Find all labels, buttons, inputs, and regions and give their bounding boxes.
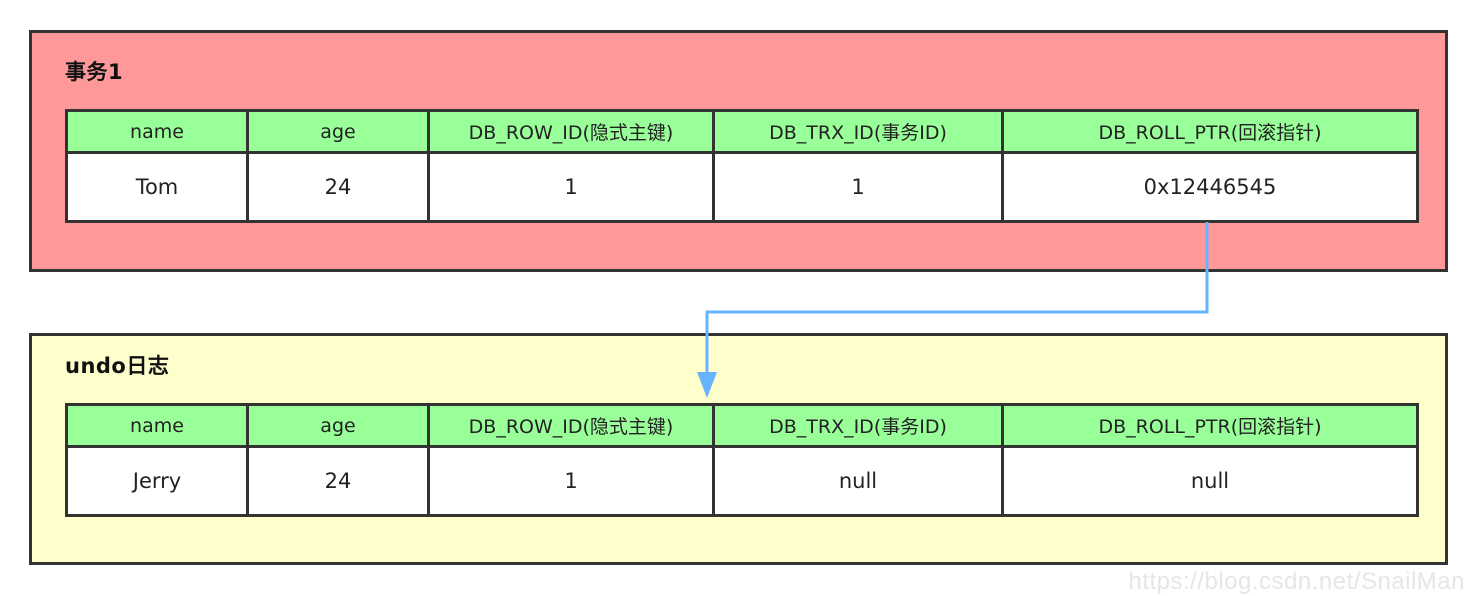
- cell-db-trx-id: null: [712, 445, 1004, 517]
- cell-db-roll-ptr: 0x12446545: [1001, 151, 1419, 223]
- header-age: age: [246, 109, 430, 154]
- undo-log-title: undo日志: [65, 354, 170, 378]
- header-db-roll-ptr: DB_ROLL_PTR(回滚指针): [1001, 403, 1419, 448]
- cell-name: Jerry: [65, 445, 249, 517]
- header-name: name: [65, 109, 249, 154]
- header-db-roll-ptr: DB_ROLL_PTR(回滚指针): [1001, 109, 1419, 154]
- header-db-trx-id: DB_TRX_ID(事务ID): [712, 109, 1004, 154]
- cell-age: 24: [246, 445, 430, 517]
- transaction-panel: 事务1 name age DB_ROW_ID(隐式主键) DB_TRX_ID(事…: [29, 30, 1448, 272]
- watermark-text: https://blog.csdn.net/SnailMan: [1128, 568, 1465, 595]
- undo-log-panel: undo日志 name age DB_ROW_ID(隐式主键) DB_TRX_I…: [29, 333, 1448, 565]
- header-db-trx-id: DB_TRX_ID(事务ID): [712, 403, 1004, 448]
- cell-db-row-id: 1: [427, 151, 715, 223]
- cell-age: 24: [246, 151, 430, 223]
- cell-db-roll-ptr: null: [1001, 445, 1419, 517]
- transaction-record-table: name age DB_ROW_ID(隐式主键) DB_TRX_ID(事务ID)…: [65, 109, 1419, 223]
- transaction-title: 事务1: [65, 60, 124, 84]
- cell-db-trx-id: 1: [712, 151, 1004, 223]
- header-age: age: [246, 403, 430, 448]
- header-name: name: [65, 403, 249, 448]
- undo-log-data-row: Jerry 24 1 null null: [65, 445, 1419, 517]
- undo-log-header-row: name age DB_ROW_ID(隐式主键) DB_TRX_ID(事务ID)…: [65, 403, 1419, 448]
- header-db-row-id: DB_ROW_ID(隐式主键): [427, 109, 715, 154]
- undo-log-record-table: name age DB_ROW_ID(隐式主键) DB_TRX_ID(事务ID)…: [65, 403, 1419, 517]
- transaction-data-row: Tom 24 1 1 0x12446545: [65, 151, 1419, 223]
- cell-db-row-id: 1: [427, 445, 715, 517]
- cell-name: Tom: [65, 151, 249, 223]
- transaction-header-row: name age DB_ROW_ID(隐式主键) DB_TRX_ID(事务ID)…: [65, 109, 1419, 154]
- header-db-row-id: DB_ROW_ID(隐式主键): [427, 403, 715, 448]
